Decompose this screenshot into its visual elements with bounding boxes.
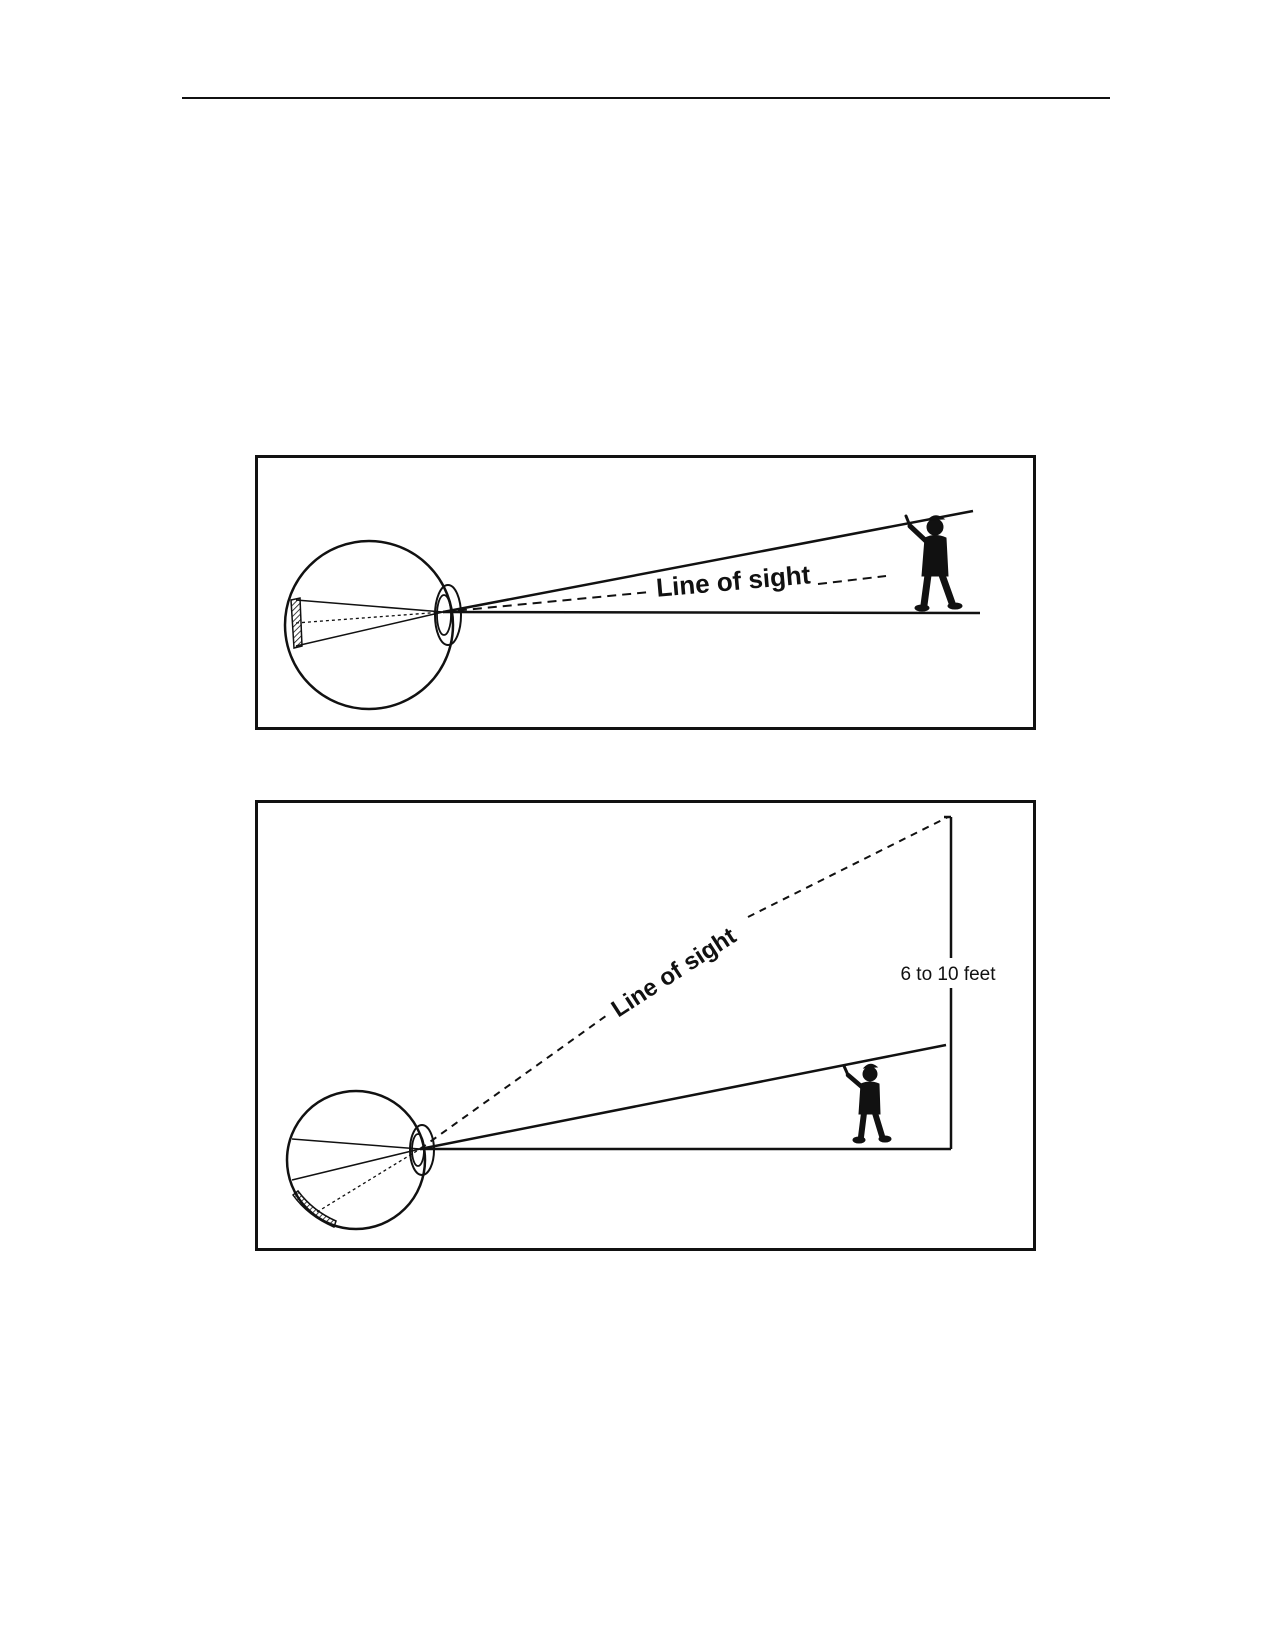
diagram-panel-level-view: Line of sight — [255, 455, 1036, 730]
person-silhouette-icon — [904, 514, 963, 612]
line-of-sight-dashed-upper — [747, 816, 949, 918]
diagram-panel-elevated-view: Line of sight 6 to 10 feet — [255, 800, 1036, 1251]
line-of-sight-dashed-right — [817, 575, 887, 585]
eyeball-icon — [285, 1089, 435, 1231]
upper-ray — [419, 1043, 947, 1151]
diagram-elevated-view: Line of sight 6 to 10 feet — [285, 815, 1010, 1231]
retina-image-area — [291, 1189, 337, 1229]
header-rule — [182, 97, 1110, 99]
line-of-sight-label: Line of sight — [607, 923, 741, 1023]
eyeball-icon — [283, 539, 462, 711]
line-of-sight-dashed-lower — [419, 1012, 611, 1150]
upper-ray — [442, 509, 974, 614]
ground-ray — [442, 610, 981, 615]
height-label: 6 to 10 feet — [900, 964, 996, 985]
line-of-sight-label: Line of sight — [655, 559, 812, 602]
diagram-level-view: Line of sight — [283, 509, 981, 711]
person-silhouette-icon — [842, 1063, 892, 1144]
line-of-sight-dashed-left — [442, 591, 651, 613]
